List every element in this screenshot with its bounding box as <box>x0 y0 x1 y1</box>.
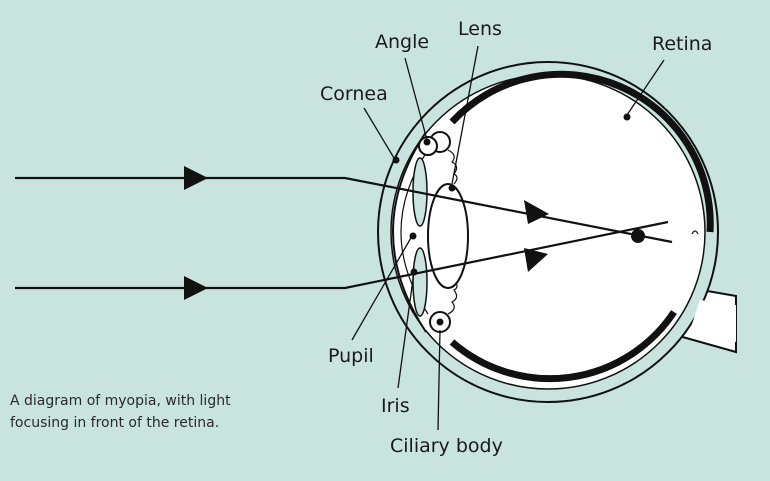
label-ciliary-body: Ciliary body <box>390 435 503 457</box>
leader-pupil <box>351 235 413 341</box>
arrow-lower-inside <box>524 248 548 272</box>
optic-nerve-channel <box>690 300 736 342</box>
label-angle: Angle <box>375 31 429 53</box>
dot-angle <box>423 138 431 146</box>
dot-retina <box>623 113 631 121</box>
zonules-lower <box>447 279 458 315</box>
fovea-notch <box>691 230 699 235</box>
arrow-lower-outside <box>184 276 208 300</box>
leader-angle <box>404 57 428 141</box>
diagram-caption: A diagram of myopia, with light focusing… <box>10 390 310 434</box>
label-iris: Iris <box>381 395 410 417</box>
angle-marker <box>418 136 438 156</box>
leader-iris <box>397 271 415 389</box>
caption-line-2: focusing in front of the retina. <box>10 415 220 431</box>
caption-line-1: A diagram of myopia, with light <box>10 393 231 409</box>
dot-cornea <box>392 156 400 164</box>
focal-point <box>631 229 645 243</box>
arrow-upper-outside <box>184 166 208 190</box>
light-ray-upper <box>15 176 673 244</box>
label-pupil: Pupil <box>328 345 374 367</box>
leader-lens <box>451 45 479 185</box>
light-ray-lower <box>15 220 669 290</box>
arrow-upper-inside <box>524 200 549 224</box>
dot-iris <box>410 268 418 276</box>
dot-pupil <box>409 232 417 240</box>
dot-lens <box>448 184 456 192</box>
retina-band-lower <box>449 310 677 383</box>
leader-retina <box>626 59 665 116</box>
dot-ciliary-body <box>436 318 444 326</box>
leader-cornea <box>363 107 395 159</box>
label-cornea: Cornea <box>320 83 388 105</box>
label-retina: Retina <box>652 33 712 55</box>
retina-band <box>449 70 714 233</box>
zonules-upper <box>447 149 458 185</box>
leader-ciliary-body <box>437 329 441 431</box>
iris-lower <box>412 247 428 317</box>
label-lens: Lens <box>458 18 502 40</box>
lens <box>427 183 469 289</box>
